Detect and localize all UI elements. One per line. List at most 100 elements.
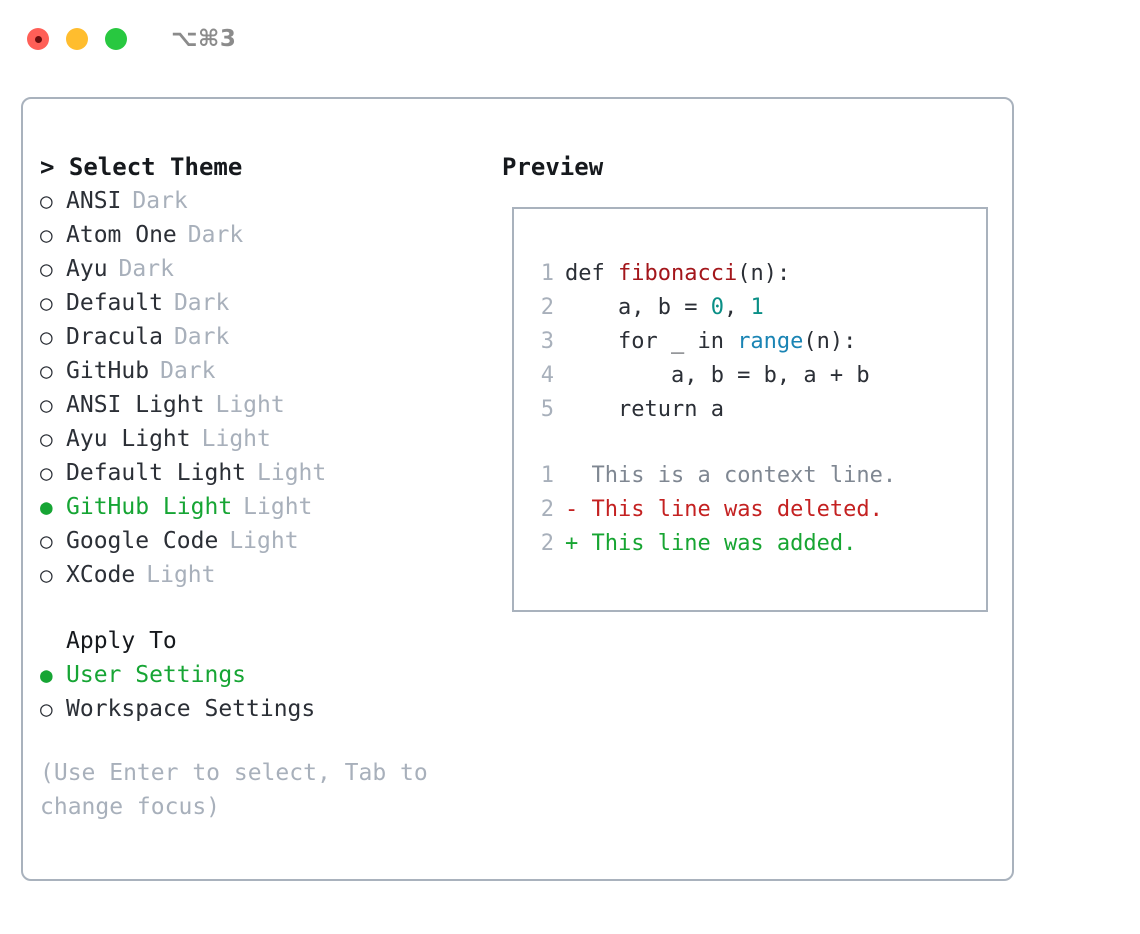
code-token-func: fibonacci	[617, 261, 738, 286]
theme-option-label: Ayu	[66, 256, 108, 282]
theme-variant-badge: Light	[201, 426, 271, 452]
theme-option-label: Default Light	[66, 460, 247, 486]
code-token-plain: a, b =	[565, 295, 711, 320]
diff-line-del: 2- This line was deleted.	[526, 493, 986, 527]
theme-option-label: XCode	[66, 562, 136, 588]
theme-option-label: Atom One	[66, 222, 177, 248]
theme-option-xcode[interactable]: ○ XCode Light	[40, 558, 500, 592]
code-line: 3 for _ in range(n):	[526, 325, 986, 359]
code-token-builtin: range	[737, 329, 804, 354]
theme-option-label: GitHub	[66, 358, 150, 384]
diff-sample: 1 This is a context line.2- This line wa…	[526, 459, 986, 561]
theme-variant-badge: Light	[243, 494, 313, 520]
keyboard-shortcut-label: ⌥⌘3	[171, 26, 237, 52]
diff-line-number: 1	[540, 463, 554, 488]
select-theme-header: > Select Theme	[40, 153, 243, 181]
theme-variant-badge: Light	[215, 392, 285, 418]
apply-to-option-user-settings[interactable]: ● User Settings	[40, 658, 500, 692]
close-icon	[34, 35, 42, 43]
theme-option-ansi-light[interactable]: ○ ANSI Light Light	[40, 388, 500, 422]
maximize-button[interactable]	[105, 28, 127, 50]
code-line: 4 a, b = b, a + b	[526, 359, 986, 393]
apply-to-option-label: User Settings	[66, 662, 247, 688]
radio-selected-icon: ●	[40, 495, 53, 519]
diff-line-add: 2+ This line was added.	[526, 527, 986, 561]
radio-unselected-icon: ○	[40, 697, 53, 721]
theme-option-ayu[interactable]: ○ Ayu Dark	[40, 252, 500, 286]
theme-option-label: Ayu Light	[66, 426, 191, 452]
code-token-num: 1	[750, 295, 764, 320]
theme-option-default-light[interactable]: ○ Default Light Light	[40, 456, 500, 490]
code-line-number: 2	[540, 295, 554, 320]
theme-option-google-code[interactable]: ○ Google Code Light	[40, 524, 500, 558]
code-line-number: 4	[540, 363, 554, 388]
radio-unselected-icon: ○	[40, 461, 53, 485]
close-button[interactable]	[27, 28, 49, 50]
diff-line-number: 2	[540, 497, 554, 522]
code-line: 5 return a	[526, 393, 986, 427]
theme-option-ayu-light[interactable]: ○ Ayu Light Light	[40, 422, 500, 456]
theme-option-label: Google Code	[66, 528, 219, 554]
theme-variant-badge: Light	[146, 562, 216, 588]
radio-selected-icon: ●	[40, 663, 53, 687]
diff-sign	[565, 463, 578, 488]
radio-unselected-icon: ○	[40, 563, 53, 587]
radio-unselected-icon: ○	[40, 325, 53, 349]
theme-option-label: Dracula	[66, 324, 163, 350]
theme-variant-badge: Dark	[132, 188, 188, 214]
radio-unselected-icon: ○	[40, 291, 53, 315]
apply-to-option-workspace-settings[interactable]: ○ Workspace Settings	[40, 692, 500, 726]
diff-sign: -	[565, 497, 579, 522]
code-line-number: 3	[540, 329, 554, 354]
apply-to-header: Apply To	[66, 628, 177, 654]
theme-variant-badge: Dark	[118, 256, 174, 282]
code-line-number: 5	[540, 397, 554, 422]
theme-option-label: ANSI Light	[66, 392, 205, 418]
theme-variant-badge: Light	[257, 460, 327, 486]
radio-unselected-icon: ○	[40, 529, 53, 553]
radio-unselected-icon: ○	[40, 427, 53, 451]
radio-unselected-icon: ○	[40, 393, 53, 417]
code-token-plain: return a	[565, 397, 724, 422]
preview-title: Preview	[502, 153, 604, 181]
radio-unselected-icon: ○	[40, 359, 53, 383]
theme-option-label: ANSI	[66, 188, 122, 214]
code-token-plain: def	[565, 261, 618, 286]
radio-unselected-icon: ○	[40, 189, 53, 213]
theme-variant-badge: Light	[229, 528, 299, 554]
theme-option-label: Default	[66, 290, 163, 316]
theme-option-default[interactable]: ○ Default Dark	[40, 286, 500, 320]
apply-to-option-label: Workspace Settings	[66, 696, 316, 722]
theme-variant-badge: Dark	[160, 358, 216, 384]
code-token-plain: a, b = b, a + b	[565, 363, 870, 388]
traffic-lights	[27, 28, 127, 50]
diff-line-ctx: 1 This is a context line.	[526, 459, 986, 493]
theme-option-github[interactable]: ○ GitHub Dark	[40, 354, 500, 388]
code-spacer	[526, 427, 986, 459]
code-token-plain: (n):	[803, 329, 857, 354]
diff-text: This line was added.	[578, 531, 857, 556]
code-token-num: 0	[710, 295, 724, 320]
theme-variant-badge: Dark	[173, 290, 230, 316]
code-token-plain: (n):	[737, 261, 791, 286]
code-token-plain: for _ in	[565, 329, 738, 354]
code-line: 2 a, b = 0, 1	[526, 291, 986, 325]
keyboard-hint-text: (Use Enter to select, Tab to change focu…	[40, 760, 442, 820]
diff-text: This is a context line.	[578, 463, 897, 488]
theme-option-ansi[interactable]: ○ ANSI Dark	[40, 184, 500, 218]
minimize-button[interactable]	[66, 28, 88, 50]
radio-unselected-icon: ○	[40, 257, 53, 281]
diff-sign: +	[565, 531, 579, 556]
title-bar: ⌥⌘3	[0, 0, 1140, 78]
theme-variant-badge: Dark	[187, 222, 244, 248]
